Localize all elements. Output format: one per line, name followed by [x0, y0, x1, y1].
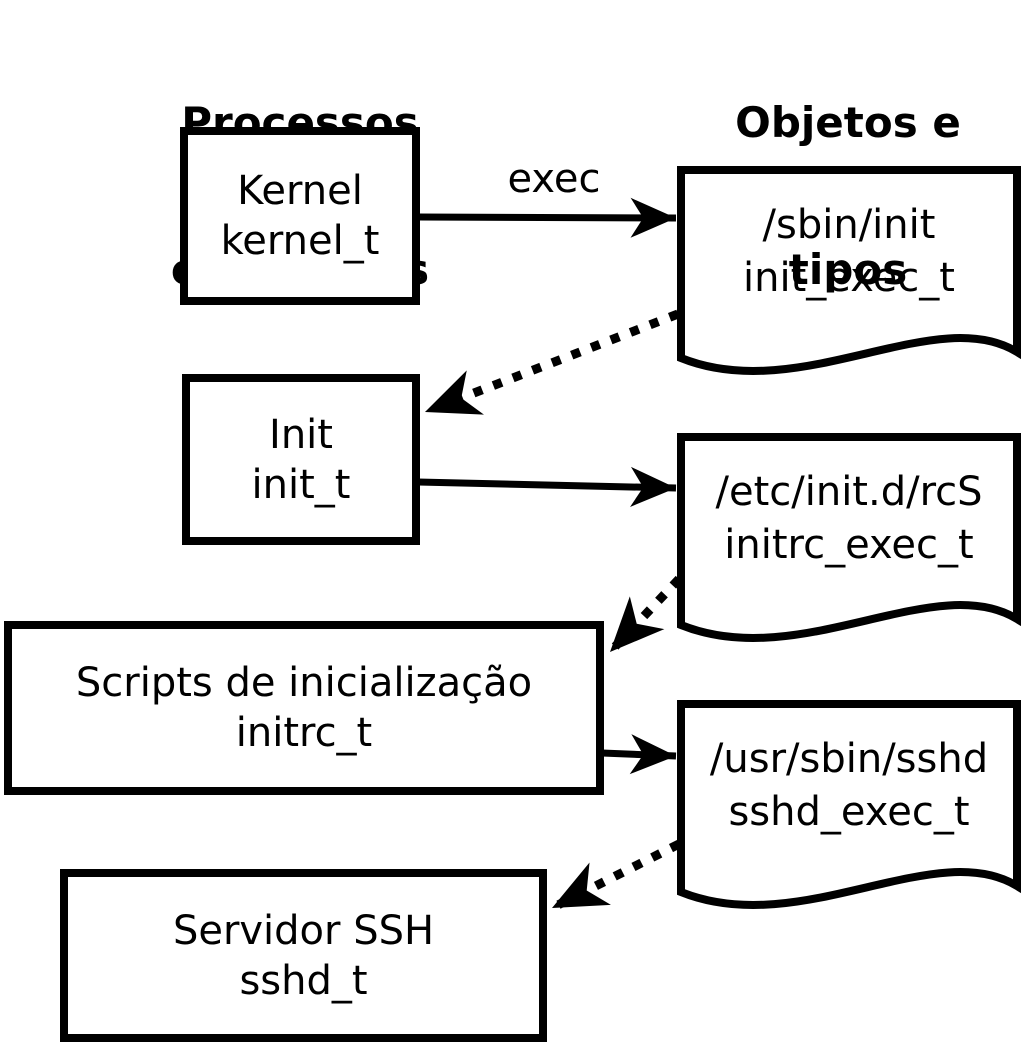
object-type: init_exec_t: [743, 255, 955, 301]
object-type: sshd_exec_t: [728, 789, 970, 835]
column-title-objects: Objetos e tipos: [688, 0, 1008, 392]
process-name: Init: [269, 411, 333, 458]
object-doc-etc-initd-rcs: [677, 433, 1021, 643]
transition-arrow-sbininit-to-init: [423, 309, 680, 417]
transition-arrow-rcs-to-initrc: [606, 575, 683, 656]
exec-arrow-initrc-to-sshd: [601, 734, 677, 775]
object-doc-sbin-init: [677, 166, 1021, 376]
object-path: /sbin/init: [762, 202, 936, 248]
process-domain-type: initrc_t: [235, 710, 373, 756]
process-domain-type: sshd_t: [239, 957, 368, 1004]
object-path: /etc/init.d/rcS: [715, 469, 983, 515]
exec-arrow-kernel-to-sbininit: [417, 197, 677, 238]
object-label-usr-sbin-sshd: /usr/sbin/sshd sshd_exec_t: [681, 706, 1017, 866]
transition-arrow-sshdexec-to-sshd: [549, 839, 682, 913]
process-name: Servidor SSH: [172, 907, 435, 954]
process-box-init-scripts: Scripts de inicialização initrc_t: [4, 621, 604, 795]
object-label-sbin-init: /sbin/init init_exec_t: [681, 172, 1017, 332]
object-label-etc-initd-rcs: /etc/init.d/rcS initrc_exec_t: [681, 439, 1017, 599]
process-name: Scripts de inicialização: [75, 660, 533, 706]
column-title-objects-line2: tipos: [788, 245, 908, 294]
exec-arrow-init-to-rcs: [417, 466, 677, 507]
process-domain-type: kernel_t: [220, 218, 380, 264]
column-title-objects-line1: Objetos e: [735, 98, 961, 147]
process-name: Kernel: [237, 168, 363, 214]
object-doc-usr-sbin-sshd: [677, 700, 1021, 910]
process-box-ssh-server: Servidor SSH sshd_t: [60, 869, 547, 1042]
process-box-init: Init init_t: [182, 374, 420, 545]
object-type: initrc_exec_t: [724, 522, 974, 568]
process-box-kernel: Kernel kernel_t: [180, 127, 420, 305]
exec-arrow-label: exec: [507, 156, 601, 202]
object-path: /usr/sbin/sshd: [709, 736, 989, 782]
process-domain-type: init_t: [251, 461, 351, 508]
